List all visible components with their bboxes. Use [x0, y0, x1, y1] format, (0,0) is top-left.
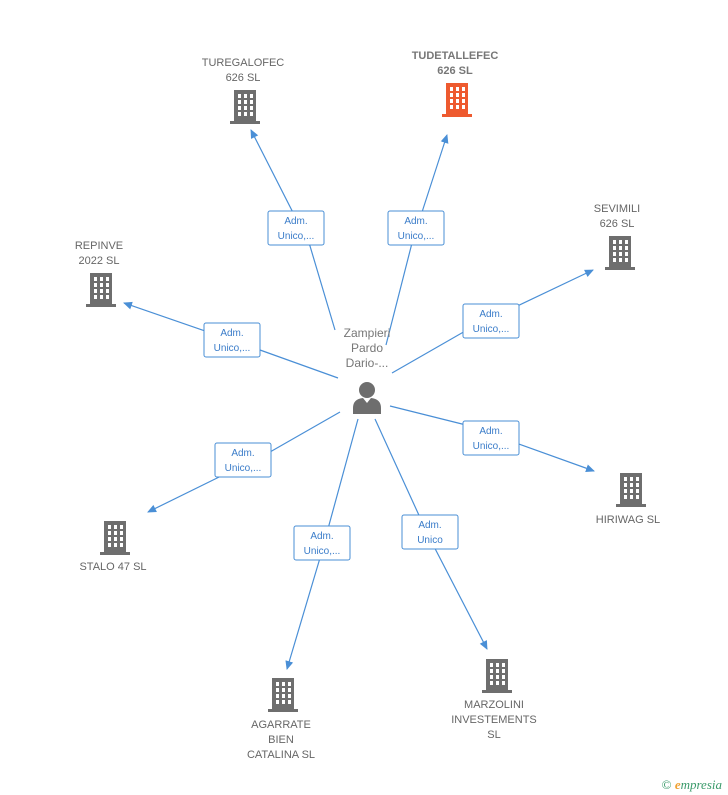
edge-role-text-line: Unico,...: [278, 231, 315, 242]
edge-role-text-line: Unico,...: [225, 463, 262, 474]
company-label-agarrate-line: AGARRATE: [251, 719, 311, 731]
edge-line-turegalofec: [250, 129, 336, 331]
edge-label-box[interactable]: [387, 210, 445, 246]
building-icon[interactable]: [616, 473, 646, 507]
edge-role-text: Adm. Unico,...: [473, 426, 510, 452]
edge-label-agarrate[interactable]: Adm. Unico,...: [293, 525, 351, 561]
company-label-sevimili-line: SEVIMILI: [594, 203, 640, 215]
edge-role-text: Adm. Unico,...: [473, 309, 510, 335]
person-name-label-line: Dario-...: [346, 356, 389, 370]
company-label-marzolini: MARZOLINI INVESTEMENTS SL: [451, 699, 537, 741]
edge-label-box[interactable]: [401, 514, 459, 550]
edge-role-text: Adm. Unico,...: [278, 216, 315, 242]
edge-label-box[interactable]: [203, 322, 261, 358]
company-label-stalo47: STALO 47 SL: [79, 561, 146, 573]
edge-role-text-line: Adm.: [310, 531, 333, 542]
company-label-tudetallefec: TUDETALLEFEC 626 SL: [412, 50, 499, 77]
edge-label-box[interactable]: [462, 420, 520, 456]
edge-label-box[interactable]: [462, 303, 520, 339]
person-name-label-line: Zampieri: [344, 326, 391, 340]
edge-role-text-line: Adm.: [479, 309, 502, 320]
building-icon[interactable]: [86, 273, 116, 307]
person-name-label-line: Pardo: [351, 341, 383, 355]
company-label-sevimili-line: 626 SL: [600, 218, 635, 230]
company-label-turegalofec: TUREGALOFEC 626 SL: [202, 57, 285, 84]
edge-role-text-line: Adm.: [418, 520, 441, 531]
brand-logo-rest: mpresia: [680, 777, 722, 792]
company-label-tudetallefec-line: TUDETALLEFEC: [412, 50, 499, 62]
company-label-turegalofec-line: 626 SL: [226, 72, 261, 84]
building-icon[interactable]: [100, 521, 130, 555]
edge-label-tudetallefec[interactable]: Adm. Unico,...: [387, 210, 445, 246]
edge-role-text: Adm. Unico,...: [304, 531, 341, 557]
edge-role-text-line: Unico,...: [214, 343, 251, 354]
edge-role-text-line: Unico,...: [473, 441, 510, 452]
edge-role-text-line: Adm.: [220, 328, 243, 339]
edge-label-stalo47[interactable]: Adm. Unico,...: [214, 442, 272, 478]
company-label-agarrate: AGARRATE BIEN CATALINA SL: [247, 719, 315, 761]
building-icon[interactable]: [268, 678, 298, 712]
edge-role-text: Adm. Unico,...: [225, 448, 262, 474]
edge-label-sevimili[interactable]: Adm. Unico,...: [462, 303, 520, 339]
edge-role-text: Adm. Unico,...: [398, 216, 435, 242]
person-icon[interactable]: [353, 382, 381, 414]
building-icon[interactable]: [442, 83, 472, 117]
company-label-hiriwag-line: HIRIWAG SL: [596, 514, 660, 526]
edge-role-text-line: Adm.: [404, 216, 427, 227]
edge-role-text-line: Unico: [417, 535, 443, 546]
company-label-tudetallefec-line: 626 SL: [437, 65, 473, 77]
building-icon[interactable]: [482, 659, 512, 693]
company-label-sevimili: SEVIMILI 626 SL: [594, 203, 640, 230]
edge-role-text-line: Unico,...: [473, 324, 510, 335]
edge-role-text-line: Adm.: [479, 426, 502, 437]
edge-role-text-line: Unico,...: [304, 546, 341, 557]
company-label-marzolini-line: MARZOLINI: [464, 699, 524, 711]
edge-label-hiriwag[interactable]: Adm. Unico,...: [462, 420, 520, 456]
company-label-marzolini-line: INVESTEMENTS: [451, 714, 537, 726]
edge-role-text: Adm. Unico: [417, 520, 443, 546]
edge-role-text-line: Unico,...: [398, 231, 435, 242]
company-label-turegalofec-line: TUREGALOFEC: [202, 57, 285, 69]
brand-logo-e: e: [674, 777, 681, 792]
building-icon[interactable]: [605, 236, 635, 270]
company-label-repinve: REPINVE 2022 SL: [75, 240, 123, 267]
edge-label-box[interactable]: [293, 525, 351, 561]
building-icon[interactable]: [230, 90, 260, 124]
company-label-marzolini-line: SL: [487, 729, 500, 741]
edge-label-repinve[interactable]: Adm. Unico,...: [203, 322, 261, 358]
edge-label-box[interactable]: [214, 442, 272, 478]
company-label-hiriwag: HIRIWAG SL: [596, 514, 660, 526]
company-label-repinve-line: 2022 SL: [79, 255, 120, 267]
edge-role-text-line: Adm.: [231, 448, 254, 459]
copyright-brand: © empresia: [662, 777, 722, 793]
edge-role-text: Adm. Unico,...: [214, 328, 251, 354]
copyright-symbol: ©: [661, 777, 672, 792]
edge-role-text-line: Adm.: [284, 216, 307, 227]
edge-label-marzolini[interactable]: Adm. Unico: [401, 514, 459, 550]
company-label-repinve-line: REPINVE: [75, 240, 123, 252]
company-label-agarrate-line: CATALINA SL: [247, 749, 315, 761]
company-label-agarrate-line: BIEN: [268, 734, 294, 746]
company-label-stalo47-line: STALO 47 SL: [79, 561, 146, 573]
edge-label-turegalofec[interactable]: Adm. Unico,...: [267, 210, 325, 246]
edge-label-box[interactable]: [267, 210, 325, 246]
